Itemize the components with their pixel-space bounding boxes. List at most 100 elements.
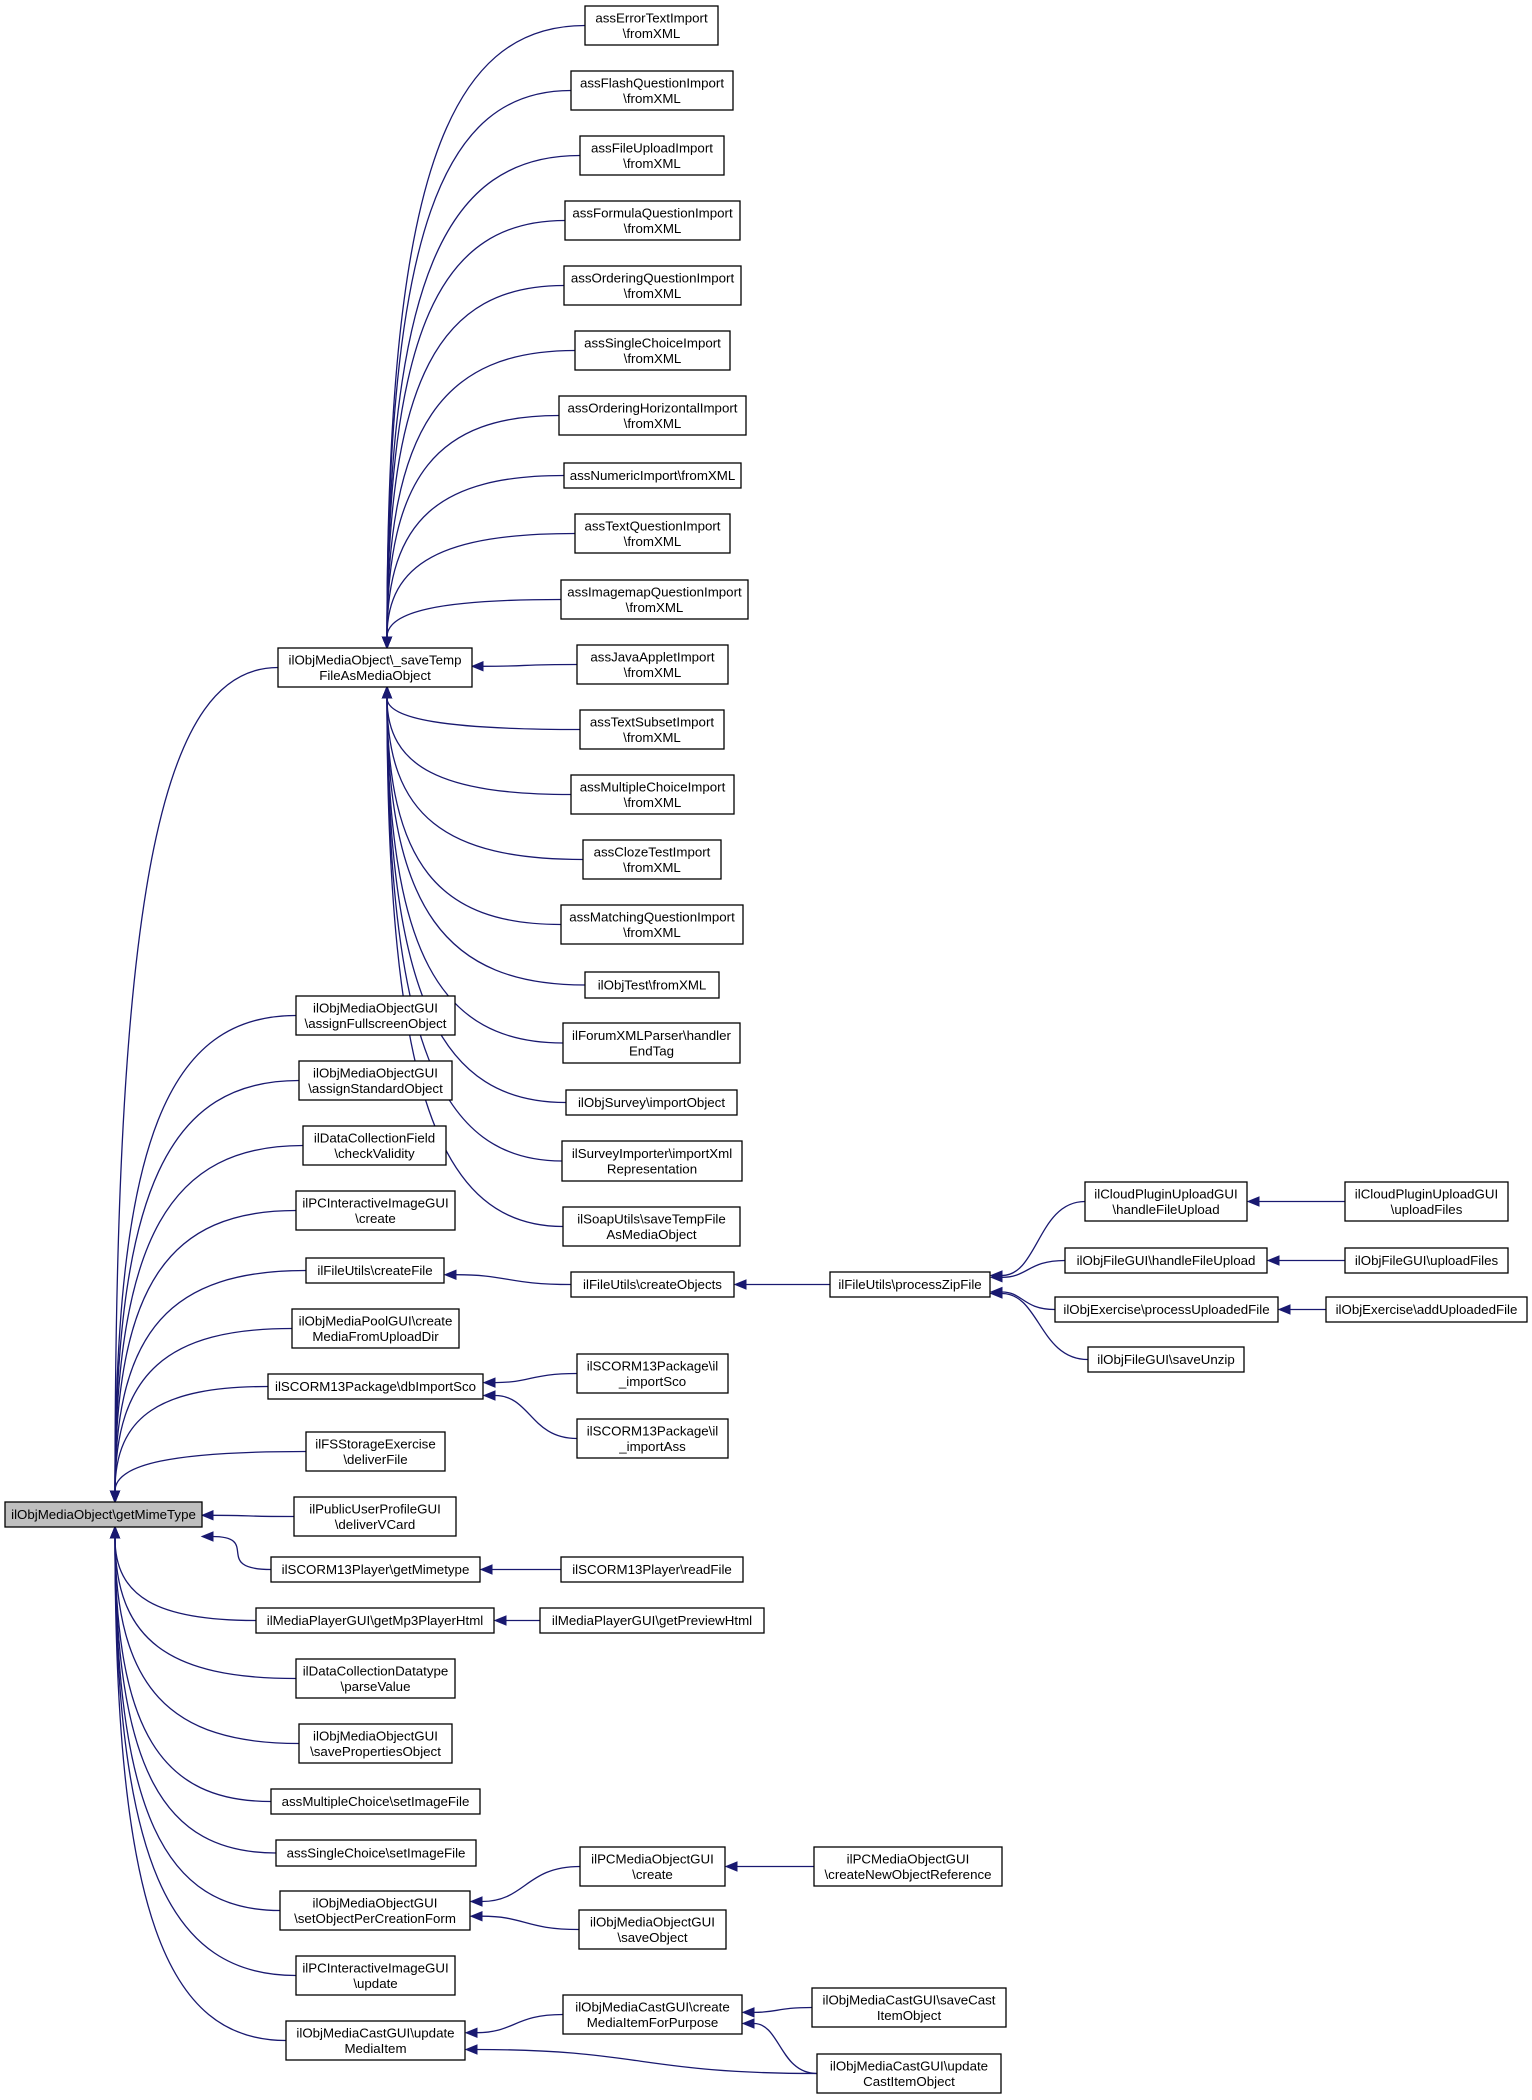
edge-arrowhead [724, 1861, 738, 1872]
node-box [270, 1556, 481, 1583]
function-node[interactable]: assMultipleChoice\setImageFile [270, 1788, 481, 1815]
call-edge [1001, 1291, 1056, 1311]
edge-arrowhead [733, 1279, 747, 1290]
function-node[interactable]: ilObjMediaObjectGUI\savePropertiesObject [298, 1723, 453, 1764]
node-label: \fromXML [623, 860, 681, 875]
function-node[interactable]: assClozeTestImport\fromXML [582, 839, 722, 880]
node-label: \fromXML [623, 156, 681, 171]
function-node[interactable]: ilObjExercise\processUploadedFile [1054, 1296, 1279, 1323]
node-label: ilObjFileGUI\uploadFiles [1355, 1253, 1499, 1268]
node-box [295, 1658, 456, 1699]
call-edge [114, 1144, 304, 1492]
function-node[interactable]: ilObjTest\fromXML [584, 971, 720, 999]
function-node[interactable]: assTextQuestionImport\fromXML [574, 513, 731, 554]
call-edge [211, 1535, 272, 1571]
nodes-layer: ilObjMediaObject\getMimeType ilObjMediaOb… [4, 5, 1528, 2094]
function-node[interactable]: assNumericImport\fromXML [563, 462, 742, 489]
function-node[interactable]: ilFileUtils\processZipFile [829, 1271, 991, 1298]
node-box [560, 904, 744, 945]
function-node[interactable]: ilPCInteractiveImageGUI\create [295, 1190, 456, 1231]
function-node[interactable]: ilFileUtils\createFile [305, 1257, 445, 1284]
call-edge [114, 1327, 293, 1492]
edge-arrowhead [381, 685, 393, 699]
function-node[interactable]: ilObjFileGUI\uploadFiles [1344, 1247, 1509, 1274]
node-label: assJavaAppletImport [590, 649, 714, 664]
edge-arrowhead [741, 2007, 755, 2018]
function-node[interactable]: assSingleChoiceImport\fromXML [574, 330, 731, 371]
node-label: \update [353, 1976, 397, 1991]
function-node[interactable]: ilObjMediaObjectGUI\assignStandardObject [298, 1060, 453, 1101]
function-node[interactable]: assOrderingQuestionImport\fromXML [563, 265, 742, 306]
function-node[interactable]: ilSCORM13Package\il_importSco [576, 1353, 729, 1394]
node-box [1325, 1296, 1528, 1323]
call-edge [386, 154, 581, 638]
function-node[interactable]: ilObjFileGUI\handleFileUpload [1064, 1247, 1268, 1274]
function-node[interactable]: ilObjFileGUI\saveUnzip [1087, 1346, 1245, 1373]
function-node[interactable]: assErrorTextImport\fromXML [584, 5, 719, 46]
function-node[interactable]: ilSCORM13Package\il_importAss [576, 1418, 729, 1459]
node-label: CastItemObject [863, 2074, 955, 2089]
function-node[interactable]: assTextSubsetImport\fromXML [579, 709, 725, 750]
function-node[interactable]: ilObjMediaCastGUI\createMediaItemForPurp… [562, 1994, 743, 2035]
node-label: ilObjMediaObjectGUI [313, 1000, 438, 1015]
function-node[interactable]: assImagemapQuestionImport\fromXML [560, 579, 749, 620]
function-node[interactable]: ilCloudPluginUploadGUI\uploadFiles [1344, 1181, 1509, 1222]
function-node[interactable]: assFlashQuestionImport\fromXML [570, 70, 734, 111]
function-node[interactable]: assOrderingHorizontalImport\fromXML [558, 395, 747, 436]
function-node[interactable]: ilFileUtils\createObjects [570, 1271, 735, 1298]
function-node[interactable]: ilPublicUserProfileGUI\deliverVCard [293, 1496, 457, 1537]
node-box [579, 1846, 726, 1887]
function-node[interactable]: ilPCMediaObjectGUI\create [579, 1846, 726, 1887]
node-box [293, 1496, 457, 1537]
function-node[interactable]: assJavaAppletImport\fromXML [576, 644, 729, 685]
call-edge [494, 1394, 578, 1440]
node-label: \fromXML [623, 91, 681, 106]
node-label: ilSCORM13Player\getMimetype [282, 1562, 470, 1577]
function-node[interactable]: ilDataCollectionField\checkValidity [302, 1125, 447, 1166]
node-box [302, 1125, 447, 1166]
function-node[interactable]: assFileUploadImport\fromXML [579, 135, 725, 176]
function-node[interactable]: ilDataCollectionDatatype\parseValue [295, 1658, 456, 1699]
call-edge [386, 532, 576, 638]
function-node[interactable]: ilCloudPluginUploadGUI\handleFileUpload [1084, 1181, 1248, 1222]
edge-arrowhead [109, 1490, 121, 1504]
call-edge [114, 1537, 281, 1912]
function-node[interactable]: ilObjMediaPoolGUI\createMediaFromUploadD… [291, 1308, 460, 1349]
function-node[interactable]: assFormulaQuestionImport\fromXML [564, 200, 741, 241]
function-node[interactable]: ilObjMediaObjectGUI\saveObject [578, 1909, 727, 1950]
node-label: ilSCORM13Player\readFile [572, 1562, 732, 1577]
function-node[interactable]: assMultipleChoiceImport\fromXML [570, 774, 735, 815]
function-node[interactable]: ilObjMediaObjectGUI\assignFullscreenObje… [295, 995, 456, 1036]
function-node[interactable]: ilPCMediaObjectGUI\createNewObjectRefere… [813, 1846, 1003, 1887]
function-node[interactable]: ilSCORM13Player\getMimetype [270, 1556, 481, 1583]
call-edge [386, 697, 572, 796]
function-node[interactable]: ilSCORM13Player\readFile [560, 1556, 744, 1583]
function-node[interactable]: ilObjMediaObject\getMimeType [4, 1501, 203, 1528]
function-node[interactable]: ilObjExercise\addUploadedFile [1325, 1296, 1528, 1323]
function-node[interactable]: ilFSStorageExercise\deliverFile [305, 1431, 446, 1472]
node-label: \fromXML [624, 795, 682, 810]
function-node[interactable]: assMatchingQuestionImport\fromXML [560, 904, 744, 945]
function-node[interactable]: ilSCORM13Package\dbImportSco [267, 1373, 484, 1400]
function-node[interactable]: assSingleChoice\setImageFile [275, 1839, 477, 1867]
function-node[interactable]: ilObjSurvey\importObject [565, 1089, 738, 1116]
call-edge [386, 284, 565, 638]
function-node[interactable]: ilPCInteractiveImageGUI\update [295, 1955, 456, 1996]
node-box [813, 1846, 1003, 1887]
function-node[interactable]: ilMediaPlayerGUI\getMp3PlayerHtml [255, 1607, 495, 1634]
function-node[interactable]: ilObjMediaObject\_saveTempFileAsMediaObj… [277, 647, 473, 688]
function-node[interactable]: ilObjMediaObjectGUI\setObjectPerCreation… [279, 1890, 471, 1931]
call-edge [455, 1274, 572, 1286]
node-label: \handleFileUpload [1112, 1202, 1219, 1217]
call-edge [476, 2013, 564, 2034]
node-box [564, 200, 741, 241]
call-edge [114, 1537, 300, 1745]
node-label: \deliverVCard [335, 1517, 416, 1532]
function-node[interactable]: ilMediaPlayerGUI\getPreviewHtml [539, 1607, 765, 1634]
